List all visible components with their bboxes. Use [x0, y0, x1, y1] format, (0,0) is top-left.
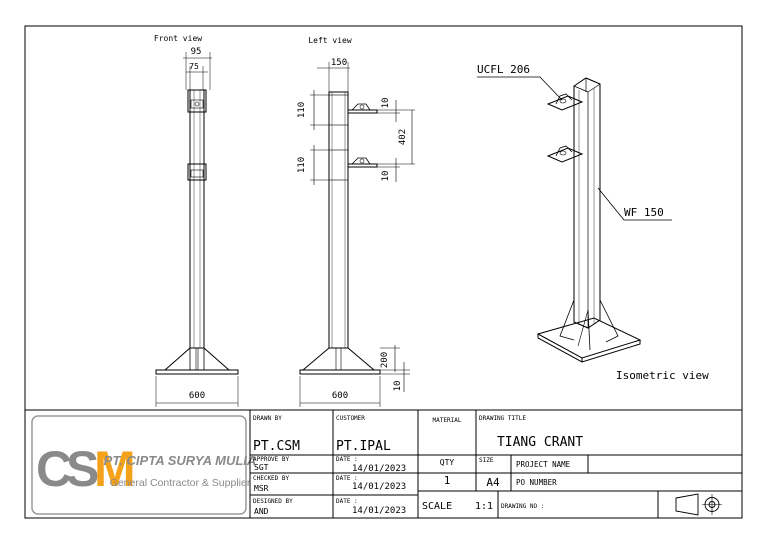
isometric-view: UCFL 206 WF 150 Isometric view	[477, 63, 709, 382]
left-dim-110-upper: 110	[297, 102, 307, 118]
date-1-label: DATE :	[336, 456, 358, 463]
company-logo-panel	[31, 415, 247, 515]
size-label: SIZE	[479, 457, 494, 464]
approve-by-value: SGT	[254, 463, 269, 472]
iso-column	[573, 77, 601, 329]
front-bracket-lower	[187, 163, 207, 181]
approve-by-label: APPROVE BY	[253, 456, 290, 463]
customer-label: CUSTOMER	[336, 415, 365, 422]
iso-bracket-lower	[546, 147, 584, 163]
drawing-title-label: DRAWING TITLE	[479, 415, 526, 422]
designed-by-value: AND	[254, 507, 269, 516]
drawing-title-value: TIANG CRANT	[497, 435, 583, 450]
company-logo: C S M	[36, 441, 136, 497]
size-value: A4	[486, 476, 500, 489]
left-dim-110-lower: 110	[297, 157, 307, 173]
front-view-title: Front view	[154, 34, 202, 43]
left-dim-10-upper: 10	[381, 98, 391, 109]
front-base-plate	[155, 369, 239, 375]
front-column	[189, 89, 205, 349]
front-dim-75: 75	[189, 62, 199, 71]
drawn-by-label: DRAWN BY	[253, 415, 282, 422]
scale-value: 1:1	[475, 501, 493, 512]
front-dim-600: 600	[189, 391, 205, 401]
front-view: Front view 95 75 600	[154, 34, 239, 407]
left-column	[328, 91, 349, 349]
left-dim-600: 600	[332, 391, 348, 401]
callout-bracket: UCFL 206	[477, 63, 530, 76]
date-3-value: 14/01/2023	[352, 506, 406, 516]
checked-by-value: MSR	[254, 484, 269, 493]
title-block: C S M PT. CIPTA SURYA MULIA General Cont…	[25, 409, 742, 518]
company-tagline: General Contractor & Supplier	[110, 477, 251, 489]
sheet-border	[24, 25, 743, 519]
logo-letter-c: C	[36, 441, 72, 497]
scale-label: SCALE	[422, 501, 452, 512]
designed-by-label: DESIGNED BY	[253, 498, 293, 505]
project-name-label: PROJECT NAME	[516, 460, 571, 469]
drawn-by-value: PT.CSM	[253, 439, 300, 454]
front-bracket-top	[187, 89, 207, 113]
left-dim-150: 150	[331, 58, 347, 68]
checked-by-label: CHECKED BY	[253, 475, 290, 482]
customer-value: PT.IPAL	[336, 439, 391, 454]
date-2-value: 14/01/2023	[352, 482, 406, 492]
material-label: MATERIAL	[433, 417, 462, 424]
front-dim-95: 95	[191, 47, 202, 57]
company-name: PT. CIPTA SURYA MULIA	[104, 453, 257, 468]
left-dim-10-lower: 10	[381, 171, 391, 182]
date-1-value: 14/01/2023	[352, 464, 406, 474]
date-2-label: DATE :	[336, 475, 358, 482]
drawing-no-label: DRAWING NO :	[501, 503, 544, 510]
iso-view-title: Isometric view	[616, 369, 709, 382]
left-view: Left view 150 110 110 10	[297, 36, 415, 407]
qty-value: 1	[444, 474, 451, 487]
date-3-label: DATE :	[336, 498, 358, 505]
left-view-title: Left view	[308, 36, 352, 45]
left-bracket-upper-plate	[347, 109, 378, 114]
left-bracket-lower-plate	[347, 163, 378, 168]
callout-column: WF 150	[624, 206, 664, 219]
qty-label: QTY	[440, 458, 455, 467]
left-dim-402: 402	[398, 129, 408, 145]
left-dim-200: 200	[380, 352, 390, 368]
po-number-label: PO NUMBER	[516, 478, 557, 487]
logo-letter-m: M	[94, 441, 136, 497]
logo-letter-s: S	[66, 441, 99, 497]
left-base-plate	[299, 369, 381, 375]
iso-bracket-top	[546, 95, 584, 111]
projection-symbol-icon	[675, 493, 722, 516]
left-dim-10-base: 10	[393, 381, 403, 392]
